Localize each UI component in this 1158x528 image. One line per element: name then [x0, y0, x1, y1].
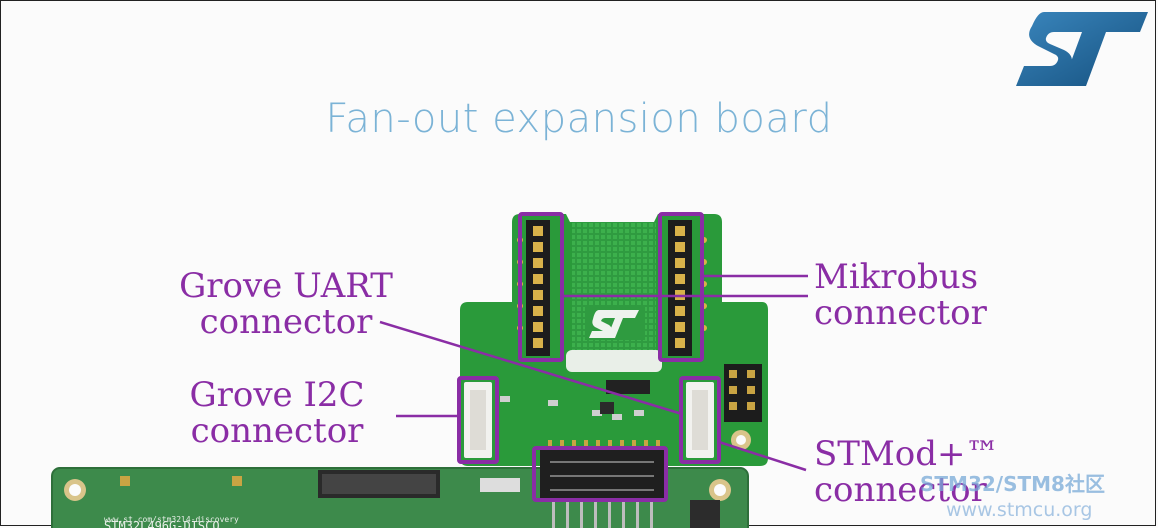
- mikrobus-left-highlight: [518, 212, 564, 362]
- mikrobus-right-highlight: [658, 212, 704, 362]
- mikrobus-label: Mikrobus connector: [814, 257, 987, 333]
- fanout-board: [460, 214, 768, 528]
- watermark-brand: STM32/STM8社区: [920, 472, 1105, 496]
- grove-uart-label: Grove UART connector: [179, 266, 393, 342]
- stmod-highlight: [532, 446, 668, 502]
- slide-title: Fan-out expansion board: [325, 96, 833, 142]
- grove-i2c-highlight: [457, 376, 499, 464]
- watermark-url: www.stmcu.org: [946, 499, 1093, 521]
- grove-i2c-label: Grove I2C connector: [189, 375, 365, 451]
- st-logo-icon: [1016, 12, 1148, 86]
- watermark: STM32/STM8社区 www.stmcu.org: [920, 468, 1105, 521]
- leader-lines: [379, 274, 808, 472]
- stmod-label: STMod+™ connector: [814, 434, 1000, 510]
- svg-text:www.st.com/stm32l4-discovery: www.st.com/stm32l4-discovery: [104, 515, 239, 524]
- board-silk-text: STM32L496G-DISCO: [104, 519, 220, 528]
- highlight-boxes: [457, 212, 721, 502]
- grove-uart-highlight: [679, 376, 721, 464]
